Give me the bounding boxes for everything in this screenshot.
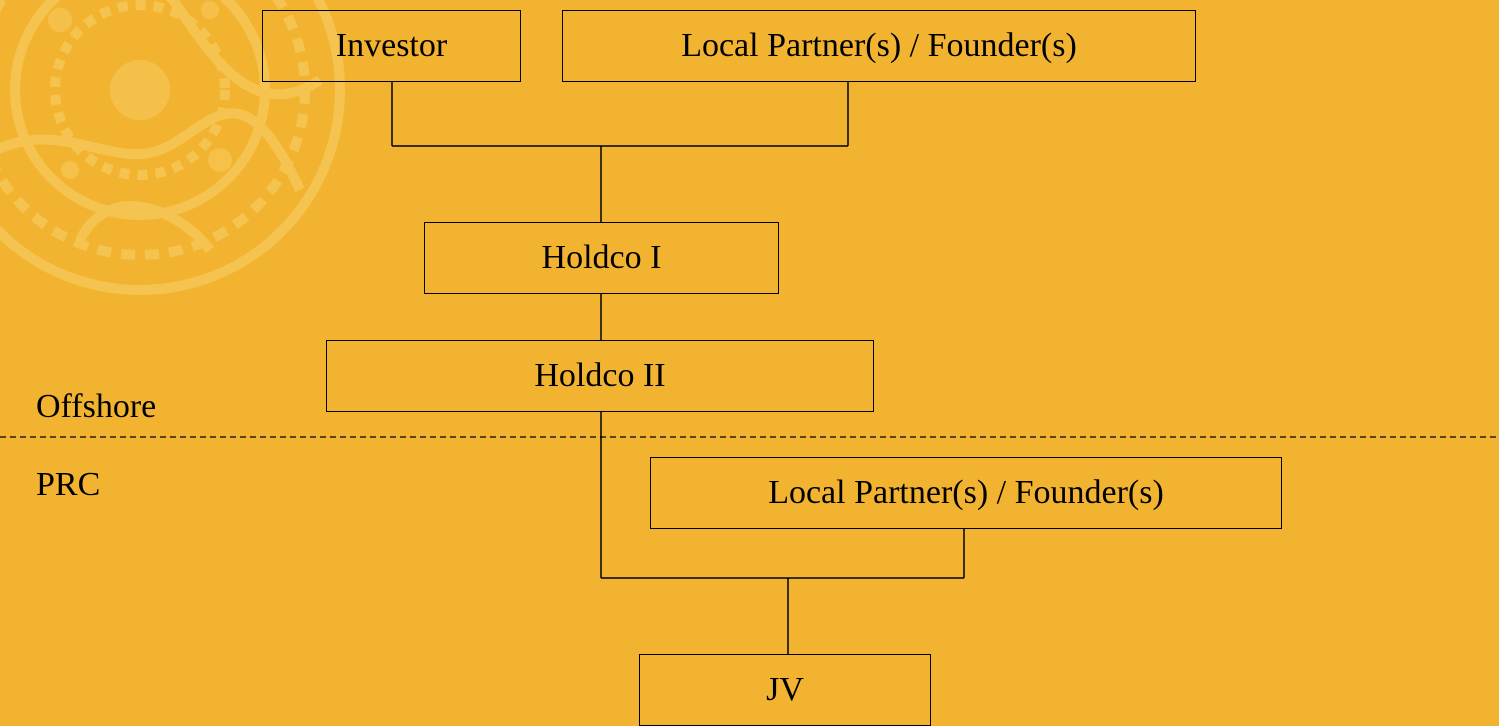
holdco-1-box: Holdco I — [424, 222, 779, 294]
investor-box: Investor — [262, 10, 521, 82]
jv-label: JV — [766, 671, 804, 708]
holdco-2-label: Holdco II — [534, 357, 666, 394]
offshore-label: Offshore — [36, 388, 157, 425]
prc-label: PRC — [36, 466, 101, 503]
holdco-1-label: Holdco I — [541, 239, 662, 276]
local-partner-bottom-label: Local Partner(s) / Founder(s) — [768, 474, 1164, 511]
local-partner-bottom-box: Local Partner(s) / Founder(s) — [650, 457, 1282, 529]
local-partner-top-box: Local Partner(s) / Founder(s) — [562, 10, 1196, 82]
investor-label: Investor — [335, 27, 448, 64]
jv-box: JV — [639, 654, 931, 726]
local-partner-top-label: Local Partner(s) / Founder(s) — [681, 27, 1077, 64]
holdco-2-box: Holdco II — [326, 340, 874, 412]
